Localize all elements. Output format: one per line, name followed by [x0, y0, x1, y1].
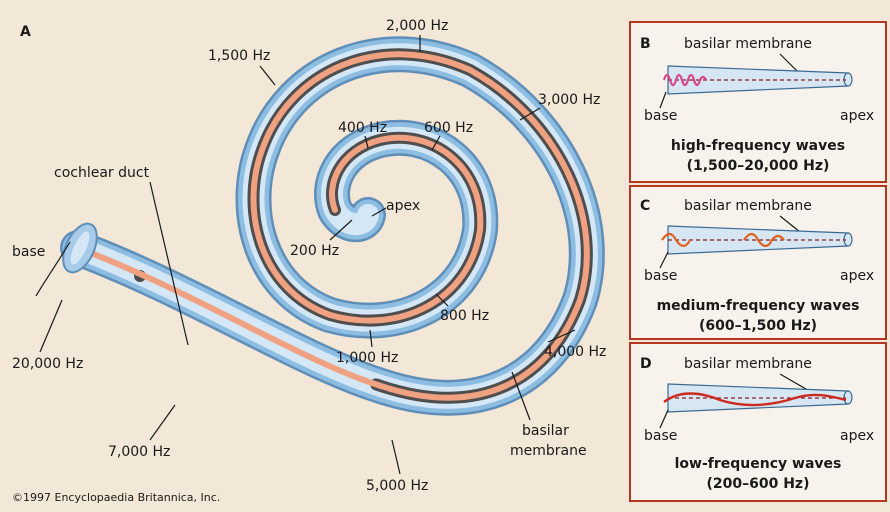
panel-c-membrane-leader [779, 215, 801, 233]
label-600hz: 600 Hz [424, 120, 473, 136]
panel-b-frame [629, 21, 887, 183]
label-1500hz: 1,500 Hz [208, 48, 270, 64]
panel-c-letter: C [640, 198, 650, 214]
label-basilar: basilar [522, 423, 569, 439]
panel-b-apex-label: apex [840, 108, 874, 124]
panel-d-base-leader [659, 409, 669, 429]
label-2000hz: 2,000 Hz [386, 18, 448, 34]
panel-d-range: (200–600 Hz) [707, 476, 810, 492]
panel-c-title: medium-frequency waves [657, 298, 860, 314]
leader-800hz [435, 293, 449, 307]
panel-b-title: high-frequency waves [671, 138, 845, 154]
panel-d-base-label: base [644, 428, 677, 444]
panel-c-wave [661, 232, 785, 248]
leader-cochlear-duct [149, 181, 189, 346]
leader-1000hz [369, 329, 373, 348]
leader-4000hz [547, 329, 576, 343]
panel-b-membrane-label: basilar membrane [684, 36, 812, 52]
leader-5000hz [391, 439, 401, 475]
leader-basilar-membrane [511, 371, 531, 421]
panel-b-range: (1,500–20,000 Hz) [687, 158, 830, 174]
leader-200hz [329, 219, 353, 241]
panel-d-frame [629, 342, 887, 502]
panel-c-base-leader [659, 251, 669, 269]
leader-apex [371, 207, 387, 217]
panel-b-membrane-leader [779, 53, 799, 73]
label-20000hz: 20,000 Hz [12, 356, 83, 372]
panel-d-letter: D [640, 356, 652, 372]
panel-c-range: (600–1,500 Hz) [699, 318, 817, 334]
panel-b: B basilar membrane base apex high-freque… [629, 21, 887, 183]
panel-c: C basilar membrane base apex medium-freq… [629, 185, 887, 340]
label-7000hz: 7,000 Hz [108, 444, 170, 460]
label-4000hz: 4,000 Hz [544, 344, 606, 360]
panel-b-base-leader [659, 91, 667, 109]
panel-c-apex-label: apex [840, 268, 874, 284]
base-bracket [35, 241, 71, 297]
cochlear-spiral-duct [60, 36, 605, 416]
label-base: base [12, 244, 45, 260]
panel-a: A 2,000 Hz 1,500 Hz 3,000 Hz 400 Hz 600 … [12, 18, 606, 504]
leader-20000hz [39, 299, 63, 353]
leader-400hz [364, 135, 369, 149]
panel-b-base-label: base [644, 108, 677, 124]
label-apex: apex [386, 198, 420, 214]
panel-d-wave [663, 392, 847, 407]
panel-d-membrane-label: basilar membrane [684, 356, 812, 372]
panel-b-wave [662, 73, 707, 87]
leader-7000hz [149, 404, 176, 441]
label-3000hz: 3,000 Hz [538, 92, 600, 108]
leader-3000hz [519, 107, 541, 121]
label-5000hz: 5,000 Hz [366, 478, 428, 494]
label-400hz: 400 Hz [338, 120, 387, 136]
panel-d: D basilar membrane base apex low-frequen… [629, 342, 887, 502]
panel-d-title: low-frequency waves [675, 456, 842, 472]
label-1000hz: 1,000 Hz [336, 350, 398, 366]
panel-b-letter: B [640, 36, 651, 52]
panel-a-letter: A [20, 24, 31, 40]
panel-c-base-label: base [644, 268, 677, 284]
basilar-membrane-band [75, 51, 590, 401]
leader-600hz [431, 135, 441, 151]
leader-1500hz [259, 65, 276, 86]
copyright-notice: ©1997 Encyclopaedia Britannica, Inc. [12, 491, 220, 504]
label-200hz: 200 Hz [290, 243, 339, 259]
label-cochlear-duct: cochlear duct [54, 165, 150, 181]
panel-c-membrane-label: basilar membrane [684, 198, 812, 214]
label-membrane: membrane [510, 443, 587, 459]
panel-c-frame [629, 185, 887, 340]
base-opening-inner [70, 231, 90, 265]
panel-d-apex-label: apex [840, 428, 874, 444]
label-800hz: 800 Hz [440, 308, 489, 324]
